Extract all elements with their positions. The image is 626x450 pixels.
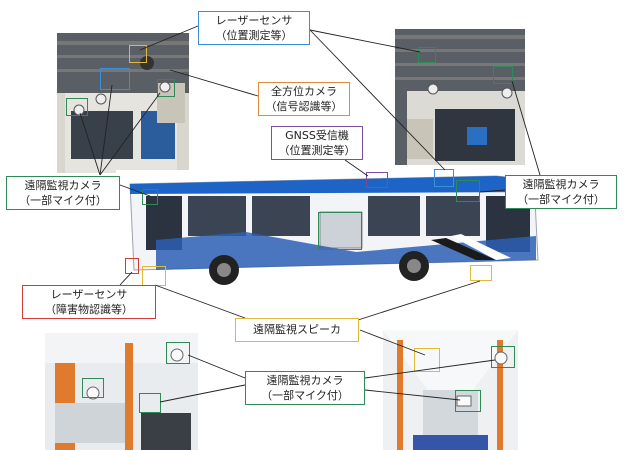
speaker-highlight: [414, 348, 440, 372]
label-line: GNSS受信機: [285, 129, 349, 142]
camera-highlight: [142, 189, 158, 205]
camera-highlight: [493, 66, 513, 84]
label-line: （一部マイク付）: [19, 194, 107, 207]
label-line: 遠隔監視カメラ: [266, 374, 344, 387]
label-line: 全方位カメラ: [271, 85, 337, 98]
label-line: （信号認識等）: [265, 100, 343, 113]
camera-highlight: [418, 47, 436, 63]
label-line: （位置測定等）: [278, 144, 356, 157]
bus-rear-photo: [395, 29, 525, 165]
label-line: 遠隔監視カメラ: [522, 178, 600, 191]
label-line: 遠隔監視スピーカ: [253, 323, 341, 336]
camera-highlight: [455, 390, 481, 412]
camera-highlight: [139, 393, 161, 413]
speaker-highlight: [142, 266, 166, 286]
label-line: レーザーセンサ: [215, 14, 293, 27]
camera-highlight: [66, 98, 88, 116]
camera-highlight: [82, 378, 104, 398]
label-camera-right: 遠隔監視カメラ （一部マイク付）: [505, 175, 617, 209]
label-line: レーザーセンサ: [50, 288, 128, 301]
obstacle-sensor-highlight: [125, 258, 139, 274]
label-gnss: GNSS受信機 （位置測定等）: [271, 126, 363, 160]
bus-side-photo: [116, 170, 549, 295]
label-speaker: 遠隔監視スピーカ: [235, 318, 359, 342]
lidar-highlight: [129, 45, 147, 63]
label-line: （一部マイク付）: [517, 193, 605, 206]
camera-highlight: [491, 346, 515, 368]
camera-highlight: [100, 68, 130, 90]
label-omni-camera: 全方位カメラ （信号認識等）: [258, 82, 350, 116]
label-line: （位置測定等）: [215, 29, 293, 42]
label-line: （一部マイク付）: [261, 389, 349, 402]
label-line: （障害物認識等）: [45, 303, 133, 316]
lidar-highlight: [434, 169, 454, 187]
label-camera-left: 遠隔監視カメラ （一部マイク付）: [6, 176, 120, 210]
camera-highlight: [456, 180, 480, 202]
label-lidar-position: レーザーセンサ （位置測定等）: [198, 11, 310, 45]
label-camera-bottom: 遠隔監視カメラ （一部マイク付）: [245, 371, 365, 405]
camera-highlight: [166, 342, 190, 364]
label-line: 遠隔監視カメラ: [24, 179, 102, 192]
camera-highlight: [157, 79, 175, 97]
camera-highlight: [318, 212, 362, 250]
speaker-highlight: [470, 265, 492, 281]
gnss-highlight: [366, 172, 388, 188]
label-lidar-obstacle: レーザーセンサ （障害物認識等）: [22, 285, 156, 319]
